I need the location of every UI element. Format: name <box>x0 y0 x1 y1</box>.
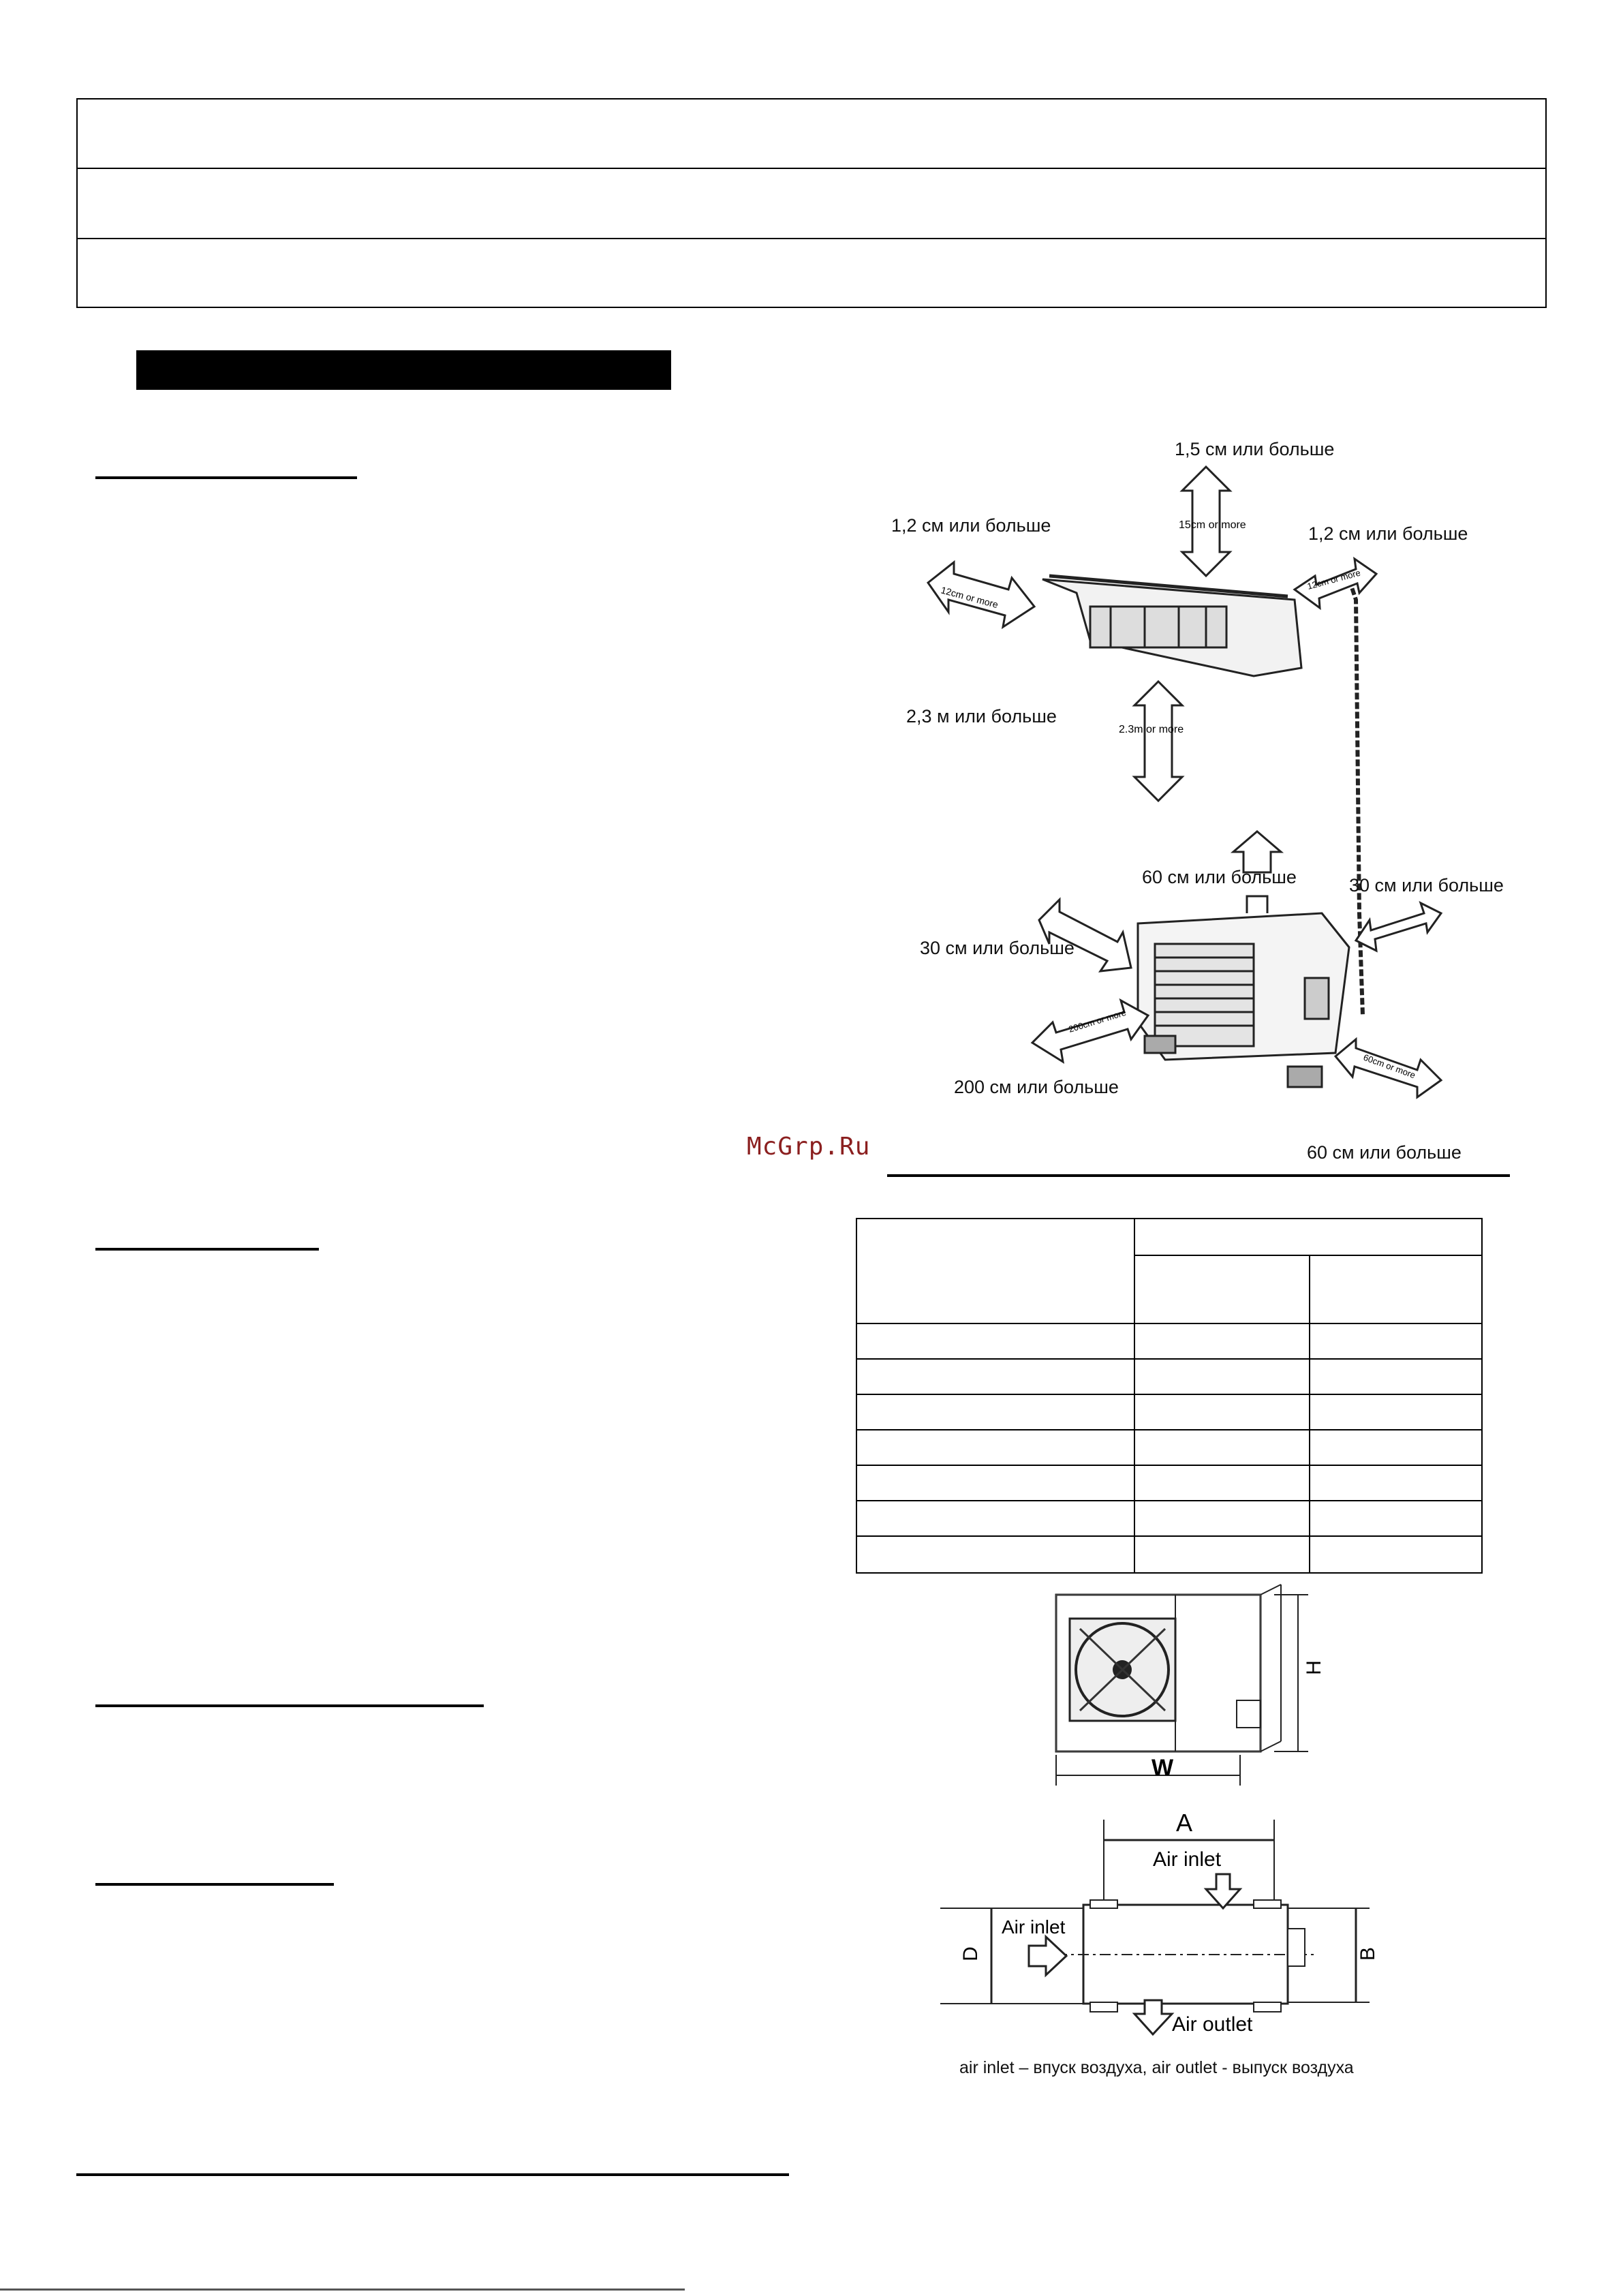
table-row-line <box>857 1500 1481 1501</box>
table-row-line <box>857 1535 1481 1537</box>
en-label-floor: 2.3m or more <box>1119 724 1184 735</box>
table-row-line <box>1134 1255 1483 1256</box>
left-right-arrow-icon <box>926 560 1036 630</box>
clearance-label-top: 1,5 см или больше <box>1175 439 1335 459</box>
d-dimension-label: D <box>959 1946 982 1961</box>
table-row-line <box>857 1429 1481 1430</box>
clearance-label-floor: 2,3 м или больше <box>906 706 1057 726</box>
heading-underline-1 <box>95 476 357 479</box>
section-title-bar <box>136 350 671 390</box>
air-inlet-top-arrow-icon <box>1203 1873 1243 1910</box>
clearance-label-outdoor-front: 200 см или больше <box>954 1077 1119 1097</box>
bottom-rule <box>76 2173 789 2176</box>
table-col-line <box>1309 1255 1310 1574</box>
air-outlet-label: Air outlet <box>1172 2013 1253 2036</box>
front-view-svg <box>1055 1584 1308 1786</box>
clearance-label-outdoor-top: 60 см или больше <box>1142 867 1297 887</box>
header-table <box>76 98 1547 308</box>
watermark: McGrp.Ru <box>747 1133 871 1161</box>
page-footer-rule <box>0 2289 685 2291</box>
indoor-unit-icon <box>1042 574 1303 677</box>
clearance-label-outdoor-right-bottom: 60 см или больше <box>1307 1142 1462 1163</box>
width-label: W <box>1151 1755 1174 1781</box>
clearance-label-indoor-left: 1,2 см или больше <box>891 515 1051 536</box>
right-arrow-icon <box>1293 556 1378 611</box>
clearance-label-indoor-right: 1,2 см или больше <box>1308 523 1468 544</box>
refrigerant-pipe <box>1347 579 1365 1016</box>
outdoor-front-arrow-icon <box>1030 998 1150 1065</box>
height-label: H <box>1302 1660 1325 1675</box>
outdoor-right-arrow-icon <box>1354 901 1443 953</box>
en-label-top: 15cm or more <box>1179 519 1246 531</box>
outdoor-up-arrow-icon <box>1230 830 1284 913</box>
up-down-arrow-icon <box>1179 465 1233 578</box>
outdoor-unit-icon <box>1137 912 1350 1088</box>
air-caption: air inlet – впуск воздуха, air outlet - … <box>959 2058 1354 2077</box>
air-outlet-arrow-icon <box>1132 1999 1175 2036</box>
table-row-line <box>857 1394 1481 1395</box>
installation-clearance-diagram: 15cm or more 12cm or more 12cm or more 2… <box>886 423 1526 1172</box>
table-row-line <box>857 1358 1481 1360</box>
top-view-svg <box>940 1820 1370 2036</box>
b-dimension-label: B <box>1357 1946 1380 1961</box>
dimension-table <box>856 1218 1483 1574</box>
floor-arrow-icon <box>1132 679 1185 803</box>
clearance-label-outdoor-right-top: 30 см или больше <box>1349 875 1504 896</box>
table-row-line <box>857 1465 1481 1466</box>
heading-underline-2 <box>95 1248 319 1251</box>
air-inlet-left-arrow-icon <box>1027 1934 1068 1978</box>
clearance-diagram-svg: 15cm or more 12cm or more 12cm or more 2… <box>926 465 1443 1099</box>
outdoor-unit-top-view: A Air inlet Air inlet D B Air outlet <box>940 1806 1417 2058</box>
header-table-divider <box>78 238 1545 239</box>
clearance-label-outdoor-back: 30 см или больше <box>920 938 1075 958</box>
air-inlet-left-label: Air inlet <box>1002 1916 1066 1938</box>
outdoor-back-arrow-icon <box>1038 897 1132 973</box>
heading-underline-3 <box>95 1704 484 1707</box>
a-dimension-label: A <box>1176 1809 1193 1837</box>
diagram-bottom-rule <box>887 1174 1510 1177</box>
air-inlet-top-label: Air inlet <box>1153 1848 1222 1871</box>
table-col-line <box>1134 1219 1135 1572</box>
outdoor-unit-front-view: H W <box>1042 1581 1329 1799</box>
outdoor-right-bottom-arrow-icon <box>1333 1037 1443 1099</box>
table-row-line <box>857 1323 1481 1324</box>
heading-underline-4 <box>95 1883 334 1886</box>
header-table-divider <box>78 168 1545 169</box>
